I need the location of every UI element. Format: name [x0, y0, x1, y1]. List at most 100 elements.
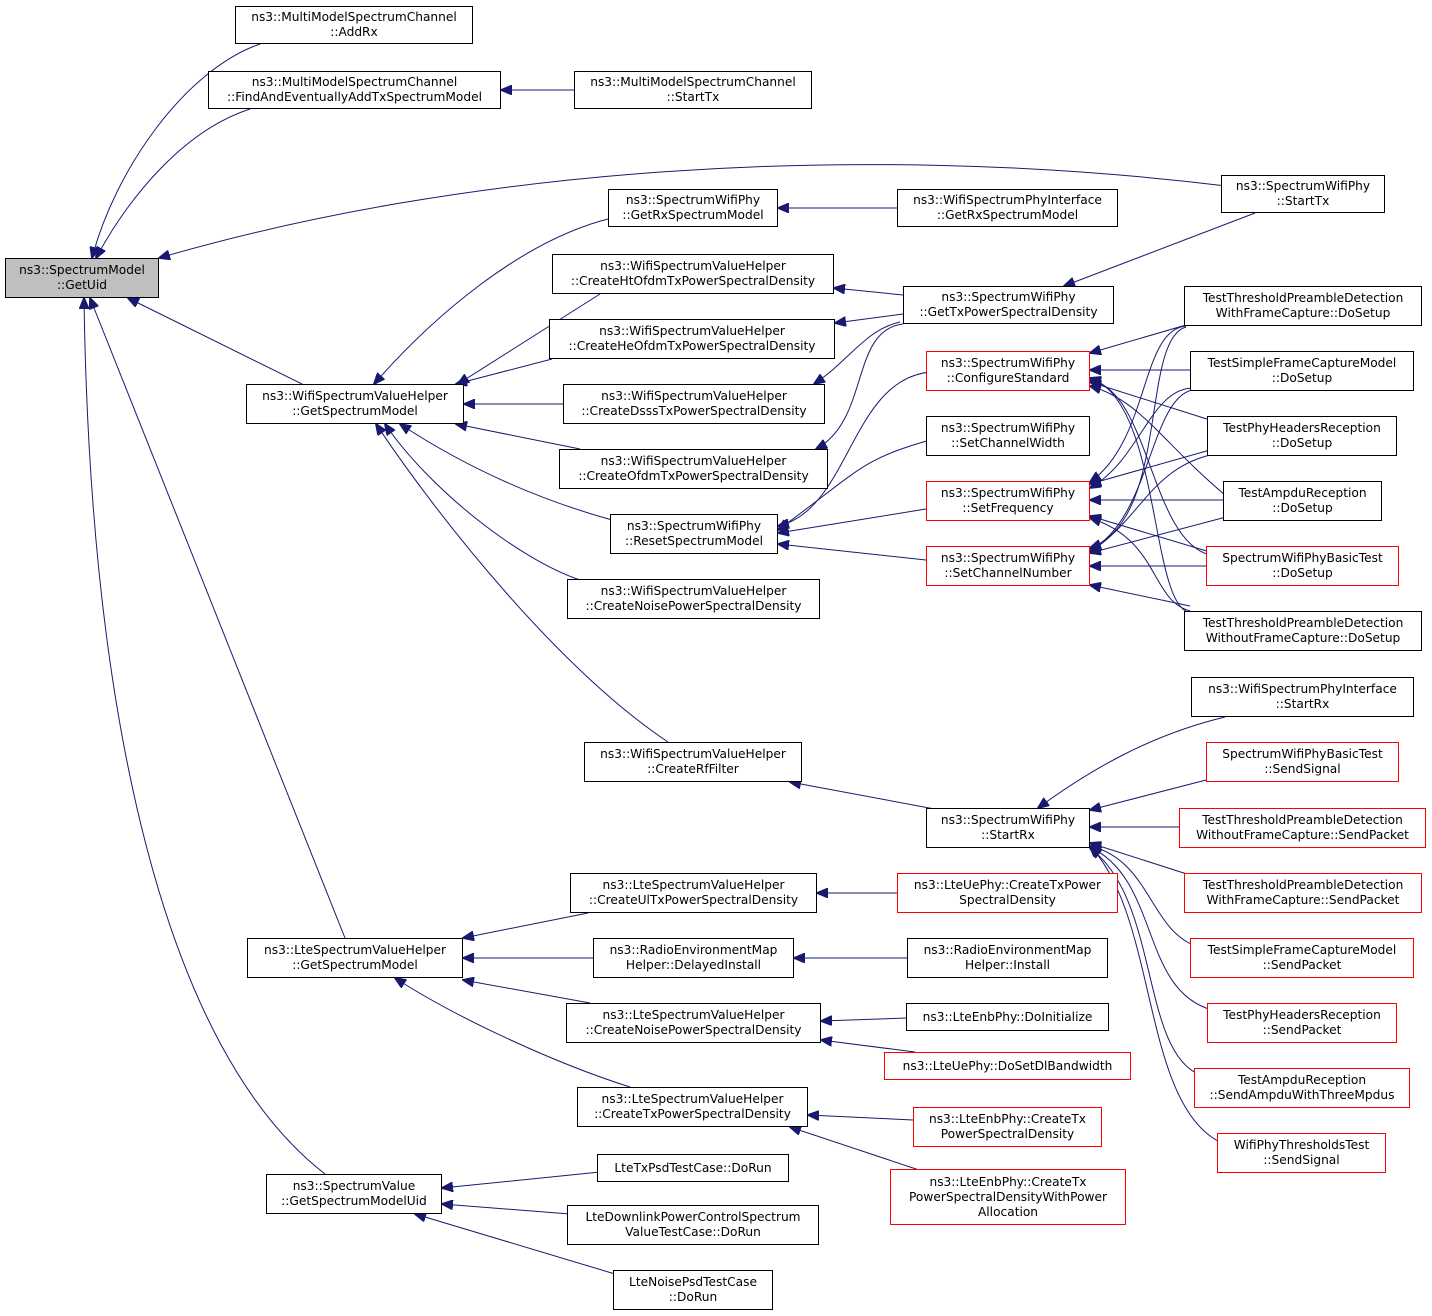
node-label-line: SpectrumWifiPhyBasicTest	[1222, 551, 1383, 565]
node-swp-gettxpsd[interactable]: ns3::SpectrumWifiPhy::GetTxPowerSpectral…	[903, 286, 1114, 324]
node-label-line: ns3::LteUePhy::CreateTxPower	[913, 878, 1102, 892]
node-label-line: WithFrameCapture::DoSetup	[1215, 306, 1391, 320]
node-label-line: ::SetFrequency	[962, 501, 1054, 515]
edge-tphr-setup-to-swp-setfreq	[1090, 449, 1211, 484]
node-wsvh-rf[interactable]: ns3::WifiSpectrumValueHelper::CreateRfFi…	[584, 742, 802, 782]
node-label-line: WifiPhyThresholdsTest	[1233, 1138, 1370, 1152]
node-tphr-send[interactable]: TestPhyHeadersReception::SendPacket	[1207, 1003, 1397, 1043]
node-root[interactable]: ns3::SpectrumModel::GetUid	[5, 258, 159, 298]
edge-tsfcm-setup-to-swp-setfreq	[1090, 387, 1193, 488]
edge-swp-startrx-to-wsvh-rf	[790, 782, 941, 811]
node-label-line: TestSimpleFrameCaptureModel	[1207, 356, 1397, 370]
node-mmsc-addrx[interactable]: ns3::MultiModelSpectrumChannel::AddRx	[235, 6, 473, 44]
node-swp-setfreq[interactable]: ns3::SpectrumWifiPhy::SetFrequency	[926, 481, 1090, 521]
node-label-line: ns3::SpectrumWifiPhy	[1235, 179, 1371, 193]
node-label-line: SpectralDensity	[959, 893, 1056, 907]
node-swpbt-setup[interactable]: SpectrumWifiPhyBasicTest::DoSetup	[1206, 546, 1399, 586]
node-label-line: ns3::SpectrumWifiPhy	[626, 519, 762, 533]
node-lsvh-ul[interactable]: ns3::LteSpectrumValueHelper::CreateUlTxP…	[570, 873, 817, 913]
node-wsvh-noise[interactable]: ns3::WifiSpectrumValueHelper::CreateNois…	[567, 579, 820, 619]
node-label-line: ::CreateNoisePowerSpectralDensity	[585, 599, 802, 613]
edge-swp-gettxpsd-to-wsvh-he	[835, 313, 904, 323]
node-lteue-setdl[interactable]: ns3::LteUePhy::DoSetDlBandwidth	[884, 1052, 1131, 1080]
edge-lteenb-create-to-lsvh-tx	[808, 1115, 914, 1120]
edge-tphr-send-to-swp-startrx	[1090, 847, 1213, 1011]
node-lsvh-getsm[interactable]: ns3::LteSpectrumValueHelper::GetSpectrum…	[247, 938, 463, 978]
node-wsvh-getsm[interactable]: ns3::WifiSpectrumValueHelper::GetSpectru…	[246, 384, 464, 424]
node-label-line: ns3::WifiSpectrumValueHelper	[262, 389, 448, 403]
node-swp-configstd[interactable]: ns3::SpectrumWifiPhy::ConfigureStandard	[926, 351, 1090, 391]
edge-swp-gettxpsd-to-wsvh-dsss	[814, 321, 901, 384]
edge-wsvh-he-to-wsvh-getsm	[456, 358, 553, 384]
node-label-line: LteDownlinkPowerControlSpectrum	[585, 1210, 801, 1224]
node-wsvh-ofdm[interactable]: ns3::WifiSpectrumValueHelper::CreateOfdm…	[559, 449, 828, 489]
node-label-line: ns3::WifiSpectrumValueHelper	[601, 389, 787, 403]
node-mmsc-find[interactable]: ns3::MultiModelSpectrumChannel::FindAndE…	[208, 71, 501, 109]
edge-swp-setchnum-to-swp-reset	[778, 544, 927, 561]
edge-lteenb-createpa-to-lsvh-tx	[790, 1127, 926, 1173]
node-label-line: ::StartRx	[1275, 697, 1330, 711]
node-wspi-startrx[interactable]: ns3::WifiSpectrumPhyInterface::StartRx	[1191, 677, 1414, 717]
node-mmsc-starttx[interactable]: ns3::MultiModelSpectrumChannel::StartTx	[574, 71, 812, 109]
node-ltenoise[interactable]: LteNoisePsdTestCase::DoRun	[613, 1270, 773, 1310]
node-swp-starttx[interactable]: ns3::SpectrumWifiPhy::StartTx	[1221, 175, 1385, 213]
node-ltetxpsd[interactable]: LteTxPsdTestCase::DoRun	[597, 1154, 789, 1182]
node-tphr-setup[interactable]: TestPhyHeadersReception::DoSetup	[1207, 416, 1397, 456]
node-label-line: ns3::WifiSpectrumPhyInterface	[913, 193, 1102, 207]
node-wsvh-dsss[interactable]: ns3::WifiSpectrumValueHelper::CreateDsss…	[563, 384, 825, 424]
node-label-line: ns3::WifiSpectrumValueHelper	[599, 324, 785, 338]
node-tampdu-setup[interactable]: TestAmpduReception::DoSetup	[1223, 481, 1382, 521]
node-label-line: WithFrameCapture::SendPacket	[1206, 893, 1400, 907]
node-wspi-getrxsm[interactable]: ns3::WifiSpectrumPhyInterface::GetRxSpec…	[897, 189, 1118, 227]
node-label-line: ns3::MultiModelSpectrumChannel	[590, 75, 796, 89]
node-swpbt-send[interactable]: SpectrumWifiPhyBasicTest::SendSignal	[1206, 742, 1399, 782]
node-label-line: ns3::LteSpectrumValueHelper	[601, 1092, 784, 1106]
edge-swp-getrxsm-to-wsvh-getsm	[374, 217, 613, 384]
node-tsfcm-setup[interactable]: TestSimpleFrameCaptureModel::DoSetup	[1190, 351, 1414, 391]
node-swp-setchnum[interactable]: ns3::SpectrumWifiPhy::SetChannelNumber	[926, 546, 1090, 586]
node-wsvh-ht[interactable]: ns3::WifiSpectrumValueHelper::CreateHtOf…	[552, 254, 834, 294]
node-tsfcm-send[interactable]: TestSimpleFrameCaptureModel::SendPacket	[1190, 938, 1414, 978]
node-lsvh-noise[interactable]: ns3::LteSpectrumValueHelper::CreateNoise…	[566, 1003, 821, 1043]
node-label-line: ::DoSetup	[1272, 566, 1333, 580]
node-lsvh-tx[interactable]: ns3::LteSpectrumValueHelper::CreateTxPow…	[577, 1087, 808, 1127]
node-label-line: ::ConfigureStandard	[946, 371, 1070, 385]
node-swp-setcw[interactable]: ns3::SpectrumWifiPhy::SetChannelWidth	[926, 416, 1090, 456]
node-sv-getsmuid[interactable]: ns3::SpectrumValue::GetSpectrumModelUid	[266, 1174, 442, 1214]
node-label-line: TestThresholdPreambleDetection	[1202, 616, 1404, 630]
edge-ttpd-with-setup-to-swp-setfreq	[1090, 325, 1187, 482]
node-label-line: WithoutFrameCapture::SendPacket	[1196, 828, 1409, 842]
edge-swpbt-setup-to-swp-configstd	[1090, 380, 1211, 556]
node-swp-getrxsm[interactable]: ns3::SpectrumWifiPhy::GetRxSpectrumModel	[608, 189, 778, 227]
node-label-line: ns3::LteEnbPhy::CreateTx	[928, 1112, 1087, 1126]
node-label-line: ::CreateNoisePowerSpectralDensity	[585, 1023, 802, 1037]
node-swp-reset[interactable]: ns3::SpectrumWifiPhy::ResetSpectrumModel	[610, 514, 778, 554]
node-lteenb-init[interactable]: ns3::LteEnbPhy::DoInitialize	[906, 1003, 1109, 1031]
edge-tphr-setup-to-swp-setchnum	[1090, 454, 1211, 552]
node-swp-startrx[interactable]: ns3::SpectrumWifiPhy::StartRx	[926, 808, 1090, 848]
node-wptt-send[interactable]: WifiPhyThresholdsTest::SendSignal	[1217, 1133, 1386, 1173]
node-label-line: ns3::WifiSpectrumValueHelper	[600, 454, 787, 468]
node-label-line: PowerSpectralDensity	[940, 1127, 1075, 1141]
edge-tsfcm-setup-to-swp-setchnum	[1090, 389, 1193, 550]
node-label-line: ns3::SpectrumWifiPhy	[940, 486, 1076, 500]
node-tampdu-send[interactable]: TestAmpduReception::SendAmpduWithThreeMp…	[1194, 1068, 1410, 1108]
edge-swp-starttx-to-root	[159, 164, 1227, 258]
node-label-line: ns3::RadioEnvironmentMap	[609, 943, 778, 957]
node-label-line: ::SetChannelNumber	[944, 566, 1072, 580]
node-wsvh-he[interactable]: ns3::WifiSpectrumValueHelper::CreateHeOf…	[549, 319, 835, 359]
edge-swp-gettxpsd-to-wsvh-ofdm	[816, 323, 904, 449]
edge-lteue-setdl-to-lsvh-noise	[821, 1040, 916, 1053]
edge-wsvh-ofdm-to-wsvh-getsm	[456, 424, 581, 450]
